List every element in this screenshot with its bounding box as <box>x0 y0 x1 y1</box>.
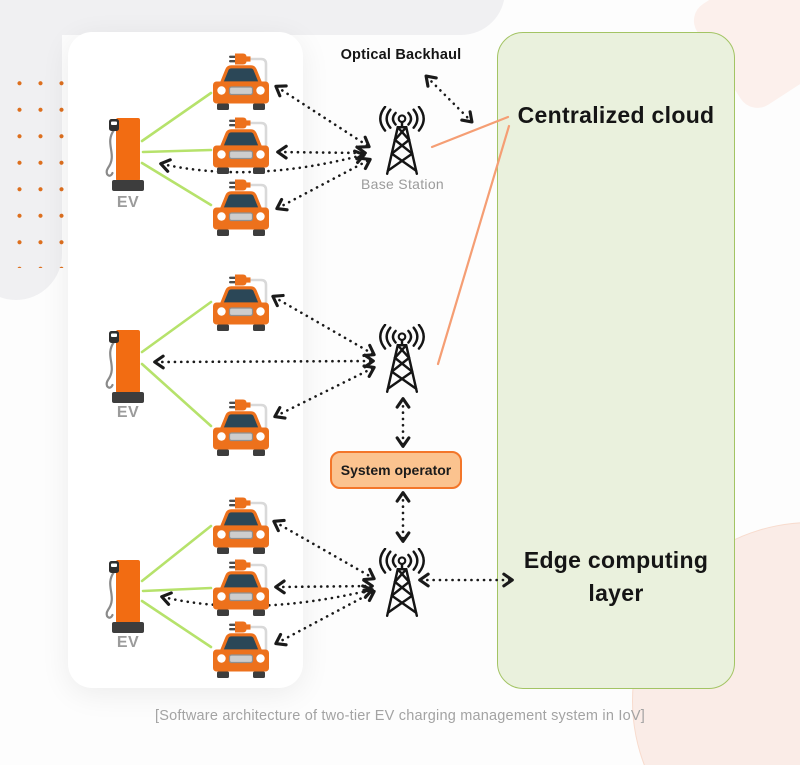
cloud-edge-panel <box>497 32 735 689</box>
edge-computing-layer-label: Edge computing layer <box>523 547 709 607</box>
base-station-icon <box>369 324 435 396</box>
base-station-icon <box>369 106 435 178</box>
ev-car-icon <box>209 398 273 460</box>
ev-car-icon <box>209 52 273 114</box>
ev-cluster-2-label: EV <box>116 404 140 421</box>
centralized-cloud-label: Centralized cloud <box>517 102 715 128</box>
optical-backhaul-label: Optical Backhaul <box>340 47 462 63</box>
ev-cluster-3-label: EV <box>116 634 140 651</box>
ev-charger-icon <box>100 324 146 416</box>
bg-dots-pattern <box>2 64 64 268</box>
bg-blob-top <box>0 0 505 35</box>
base-station-icon <box>369 548 435 620</box>
ev-charger-icon <box>100 112 146 204</box>
system-operator-box: System operator <box>330 451 462 489</box>
ev-cluster-1-label: EV <box>116 194 140 211</box>
system-operator-label: System operator <box>340 462 452 478</box>
ev-car-icon <box>209 178 273 240</box>
ev-car-icon <box>209 558 273 620</box>
figure-caption: [Software architecture of two-tier EV ch… <box>155 708 645 724</box>
charging-links <box>140 91 213 649</box>
ev-car-icon <box>209 116 273 178</box>
ev-charger-icon <box>100 554 146 646</box>
base-station-label: Base Station <box>361 176 444 192</box>
ev-car-icon <box>209 273 273 335</box>
ev-car-icon <box>209 620 273 682</box>
cloud-pointer-lines <box>430 115 511 366</box>
ev-car-icon <box>209 496 273 558</box>
